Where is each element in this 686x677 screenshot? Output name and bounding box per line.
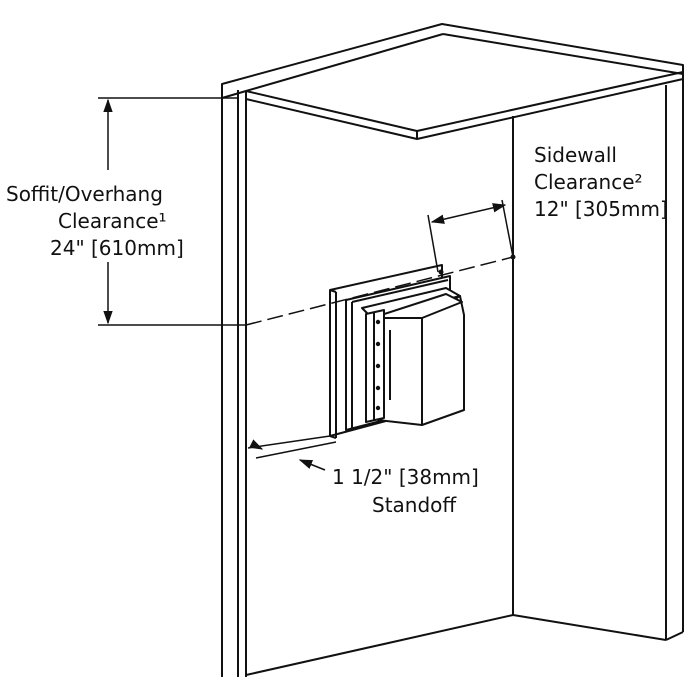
standoff-plate-side-3 [329, 435, 337, 439]
point [510, 254, 516, 260]
soffit-front-edge-2 [416, 71, 684, 132]
unit-back-flange-inner-2 [351, 279, 449, 303]
soffit-label-line2: Clearance¹ [58, 209, 167, 233]
standoff-value: 1 1/2" [38mm] [332, 465, 479, 489]
standoff-plate-side [329, 289, 337, 293]
sidewall-extension-left [427, 214, 439, 273]
sidewall-label-line1: Sidewall [534, 143, 617, 167]
screw [375, 319, 381, 325]
unit-hood [371, 293, 463, 319]
soffit-label-line1: Soffit/Overhang [6, 182, 163, 206]
standoff-extension-2 [255, 441, 337, 459]
right-wall-bottom [512, 614, 667, 641]
soffit-inner-edge-2 [442, 33, 684, 75]
sidewall-arrow [430, 203, 507, 224]
alcove-structure [221, 23, 684, 677]
screw [375, 363, 381, 369]
screw [375, 341, 381, 347]
bracket-screws [375, 319, 381, 411]
sidewall-extension-right [501, 199, 514, 258]
standoff-arrow-left [249, 439, 264, 450]
centerline [245, 256, 514, 326]
soffit-value: 24" [610mm] [50, 236, 184, 260]
soffit-top [221, 23, 684, 140]
standoff-dimension [247, 435, 337, 471]
screw [375, 405, 381, 411]
soffit-dimension [98, 97, 246, 326]
centerline-points [438, 254, 516, 275]
standoff-label: Standoff [372, 493, 457, 517]
sidewall-dimension [245, 199, 514, 326]
point [438, 269, 444, 275]
soffit-front-edge-3 [245, 90, 418, 132]
screw [375, 385, 381, 391]
soffit-inner-edge [245, 33, 444, 92]
sidewall-label-line2: Clearance² [534, 170, 643, 194]
wall-unit [329, 264, 465, 439]
sidewall-value: 12" [305mm] [534, 197, 668, 221]
standoff-arrow-right [298, 459, 326, 471]
right-wall-bottom-2 [665, 631, 684, 641]
floor-edge [245, 614, 514, 676]
